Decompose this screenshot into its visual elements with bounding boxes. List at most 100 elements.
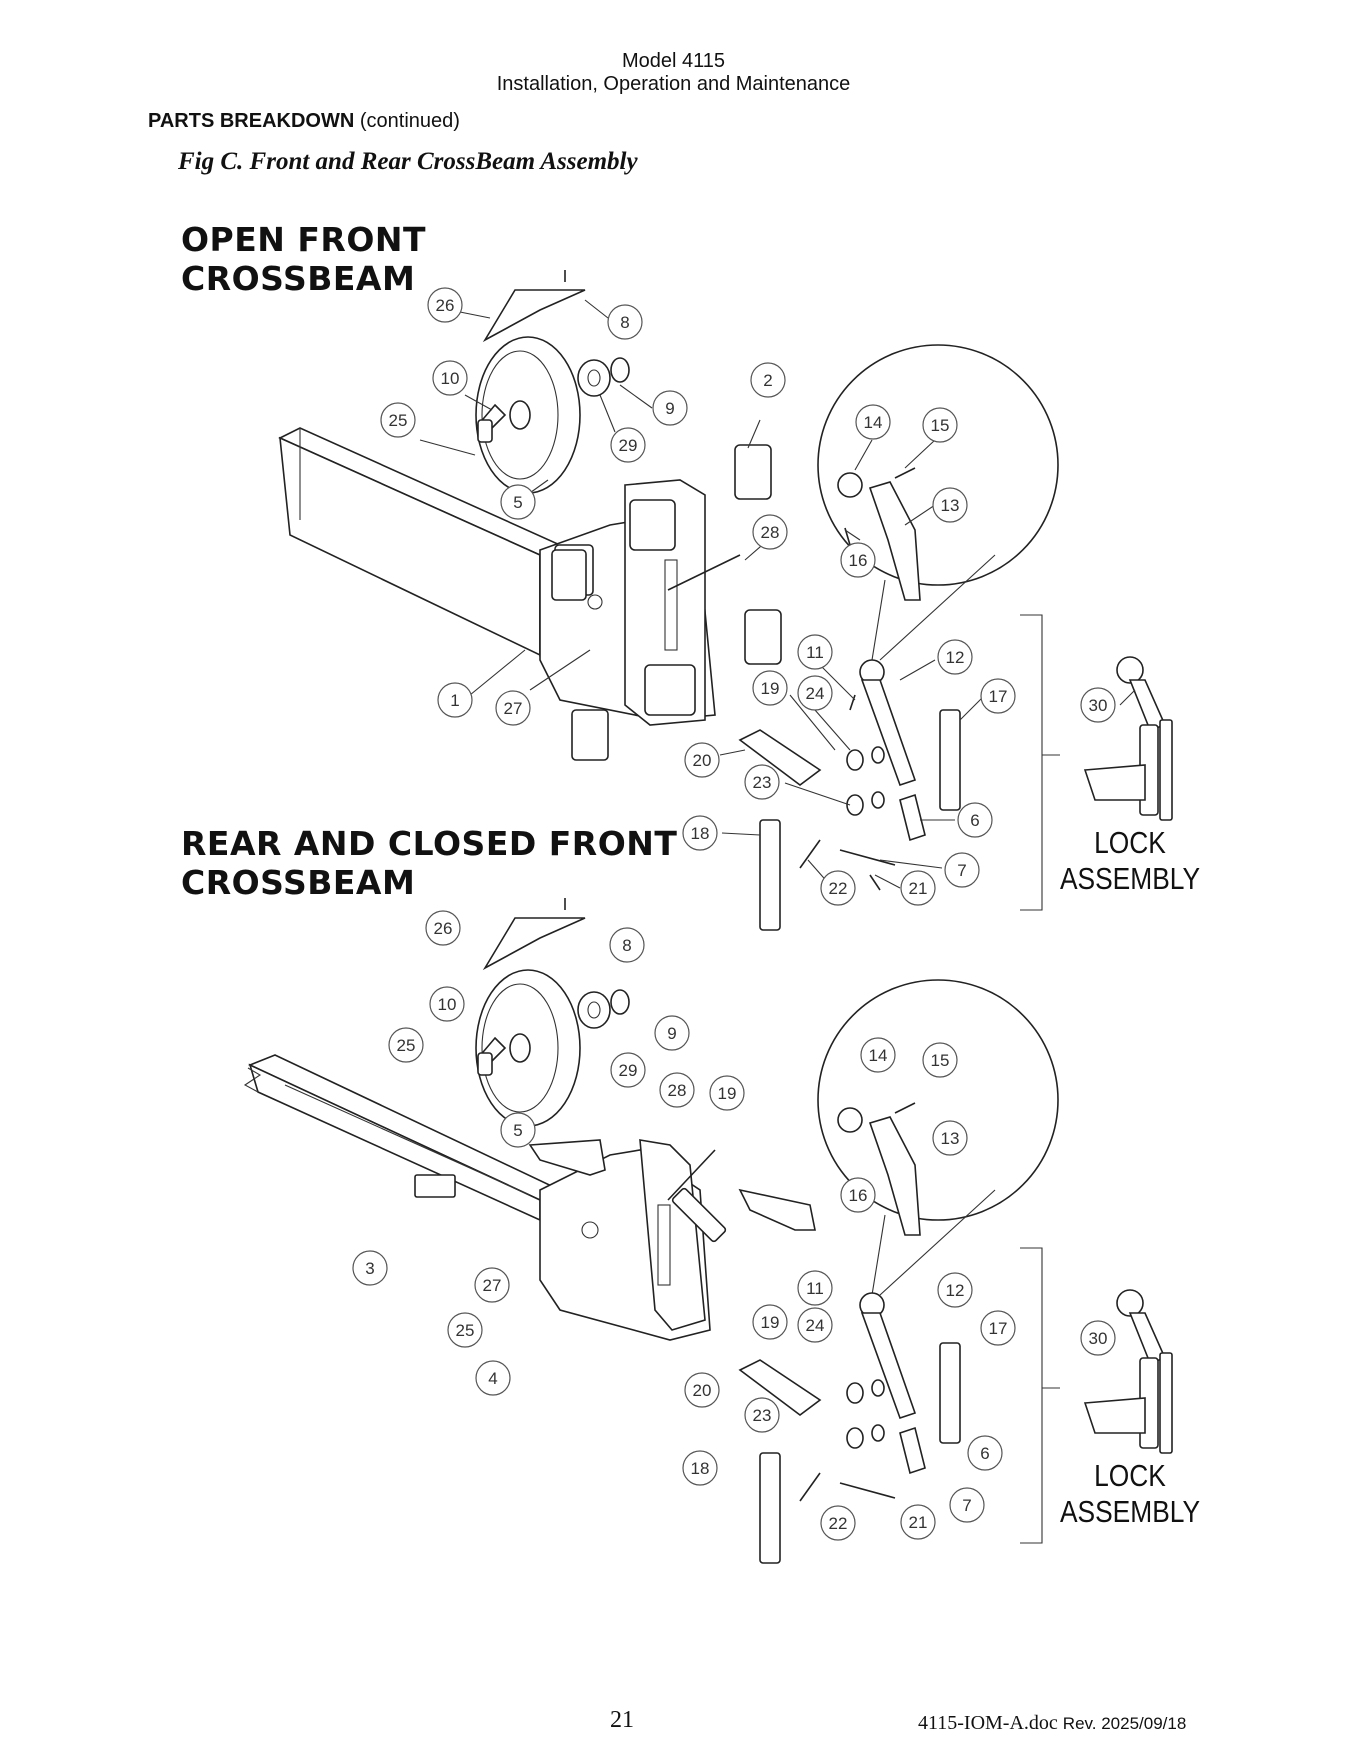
section-heading: PARTS BREAKDOWN (continued) <box>148 110 460 133</box>
callout-22: 22 <box>820 1505 856 1541</box>
callout-25: 25 <box>388 1027 424 1063</box>
svg-text:28: 28 <box>761 523 780 542</box>
svg-text:20: 20 <box>693 1381 712 1400</box>
callout-4: 4 <box>475 1360 511 1396</box>
svg-text:24: 24 <box>806 684 825 703</box>
callout-2: 2 <box>750 362 786 398</box>
assembly-bracket-rear <box>1020 1247 1043 1544</box>
svg-text:19: 19 <box>761 679 780 698</box>
svg-text:23: 23 <box>753 1406 772 1425</box>
pad-block-2 <box>734 444 772 500</box>
svg-text:30: 30 <box>1089 696 1108 715</box>
callout-5: 5 <box>500 484 536 520</box>
pin-28 <box>667 554 741 591</box>
callout-18: 18 <box>682 815 718 851</box>
callout-10: 10 <box>429 986 465 1022</box>
exploded-view-top: 26 8 10 9 25 29 2 14 15 5 13 16 28 11 12… <box>278 270 1173 931</box>
view-title-bottom: REAR AND CLOSED FRONT CROSSBEAM <box>181 824 677 902</box>
svg-text:25: 25 <box>456 1321 475 1340</box>
callout-1: 1 <box>437 682 473 718</box>
svg-text:17: 17 <box>989 687 1008 706</box>
svg-text:14: 14 <box>869 1046 888 1065</box>
svg-text:21: 21 <box>909 1513 928 1532</box>
callout-23: 23 <box>744 764 780 800</box>
exploded-view-bottom: 26 8 10 9 25 29 14 15 28 19 5 13 16 3 11… <box>243 898 1173 1564</box>
svg-text:16: 16 <box>849 1186 868 1205</box>
lock-parts <box>738 659 961 931</box>
callout-28: 28 <box>752 514 788 550</box>
svg-text:11: 11 <box>806 1279 824 1298</box>
guard-plate-rear <box>482 898 586 971</box>
callout-9: 9 <box>654 1015 690 1051</box>
svg-text:2: 2 <box>763 371 772 390</box>
svg-text:13: 13 <box>941 496 960 515</box>
callout-15: 15 <box>922 407 958 443</box>
svg-text:9: 9 <box>667 1024 676 1043</box>
callout-8: 8 <box>607 304 643 340</box>
lock-assembly-drawing <box>1083 656 1173 821</box>
pin-28-rear <box>667 1149 716 1201</box>
callout-27: 27 <box>495 690 531 726</box>
svg-text:29: 29 <box>619 1061 638 1080</box>
svg-text:8: 8 <box>622 936 631 955</box>
guard-plate <box>482 270 586 343</box>
lock-assembly-label-top: LOCK ASSEMBLY <box>1054 825 1207 897</box>
svg-text:1: 1 <box>450 691 459 710</box>
svg-text:27: 27 <box>483 1276 502 1295</box>
svg-text:29: 29 <box>619 436 638 455</box>
svg-text:18: 18 <box>691 824 710 843</box>
svg-text:19: 19 <box>761 1313 780 1332</box>
callout-19: 19 <box>752 670 788 706</box>
callout-19: 19 <box>709 1075 745 1111</box>
callout-29: 29 <box>610 1052 646 1088</box>
svg-text:8: 8 <box>620 313 629 332</box>
model-title: Model 4115 <box>621 50 726 72</box>
crossbeam-body-rear <box>243 1054 562 1222</box>
callout-13: 13 <box>932 1120 968 1156</box>
link-arm-4 <box>528 1139 606 1176</box>
svg-text:11: 11 <box>806 643 824 662</box>
callout-28: 28 <box>659 1072 695 1108</box>
lock-label-bottom-line1: LOCK <box>1094 1458 1166 1493</box>
doc-reference: 4115-IOM-A.doc Rev. 2025/09/18 <box>918 1712 1186 1735</box>
svg-text:9: 9 <box>665 399 674 418</box>
pin-19-rear <box>671 1187 727 1243</box>
pad-block <box>744 609 782 665</box>
svg-text:26: 26 <box>436 296 455 315</box>
callout-set-top: 26 8 10 9 25 29 2 14 15 5 13 16 28 11 12… <box>380 287 1116 906</box>
svg-text:4: 4 <box>488 1369 497 1388</box>
callout-17: 17 <box>980 678 1016 714</box>
svg-text:22: 22 <box>829 879 848 898</box>
svg-text:20: 20 <box>693 751 712 770</box>
view-title-top: OPEN FRONT CROSSBEAM <box>181 220 426 298</box>
svg-text:6: 6 <box>980 1444 989 1463</box>
manual-subtitle: Installation, Operation and Maintenance <box>496 73 851 95</box>
callout-12: 12 <box>937 639 973 675</box>
callout-23: 23 <box>744 1397 780 1433</box>
callout-6: 6 <box>957 802 993 838</box>
lock-parts-rear <box>738 1292 961 1564</box>
callout-21: 21 <box>900 870 936 906</box>
svg-text:12: 12 <box>946 1281 965 1300</box>
svg-text:25: 25 <box>397 1036 416 1055</box>
callout-25: 25 <box>447 1312 483 1348</box>
callout-19: 19 <box>752 1304 788 1340</box>
pad-block-4 <box>551 549 587 601</box>
section-suffix: (continued) <box>359 110 460 132</box>
svg-text:7: 7 <box>962 1496 971 1515</box>
svg-text:15: 15 <box>931 1051 950 1070</box>
doc-revision: Rev. 2025/09/18 <box>1062 1714 1187 1733</box>
svg-text:18: 18 <box>691 1459 710 1478</box>
callout-11: 11 <box>797 1270 833 1306</box>
lock-arm-rear <box>738 1188 816 1231</box>
callout-11: 11 <box>797 634 833 670</box>
callout-12: 12 <box>937 1272 973 1308</box>
callout-13: 13 <box>932 487 968 523</box>
callout-20: 20 <box>684 1372 720 1408</box>
svg-text:25: 25 <box>389 411 408 430</box>
svg-text:14: 14 <box>864 413 883 432</box>
callout-29: 29 <box>610 427 646 463</box>
sheave-wheel <box>475 336 630 494</box>
svg-text:15: 15 <box>931 416 950 435</box>
